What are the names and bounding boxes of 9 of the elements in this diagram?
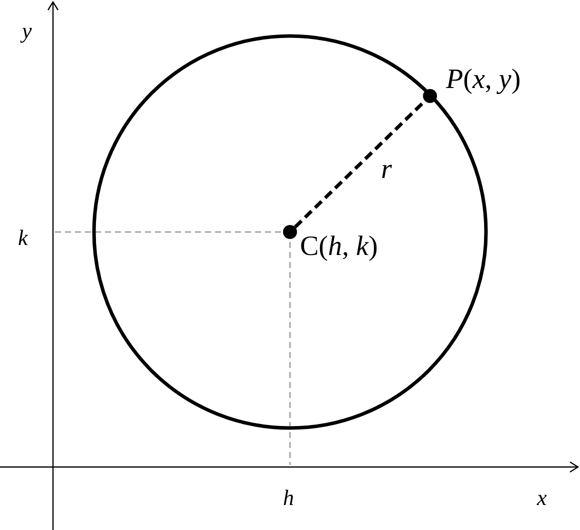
axis-label: y xyxy=(22,20,32,42)
point-label: C(h, k) xyxy=(300,233,378,261)
tick-label: k xyxy=(18,227,28,249)
point-dot xyxy=(283,225,297,239)
tick-label: h xyxy=(283,487,294,509)
edge-label: r xyxy=(381,156,392,184)
point-dot xyxy=(423,89,437,103)
axis-label: x xyxy=(537,487,547,509)
point-label: P(x, y) xyxy=(446,66,521,94)
